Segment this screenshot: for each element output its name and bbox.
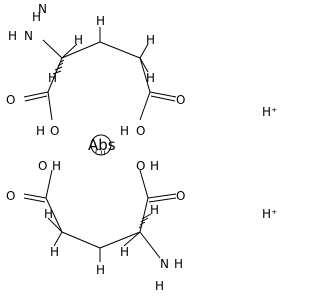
hydrogen-ion-top: H⁺ (262, 105, 277, 119)
atom-label: O (176, 189, 185, 203)
bond (149, 91, 177, 98)
atom-label: H (174, 257, 183, 271)
atom-label: O (38, 159, 47, 173)
atom-label: H (52, 159, 61, 173)
atom-label: H (44, 207, 53, 221)
atom-label: N (24, 29, 33, 43)
atom-label: H (96, 263, 105, 277)
metal-center: Abs Cu (88, 134, 116, 157)
bond (61, 41, 101, 59)
bond (139, 91, 151, 121)
bond (47, 57, 63, 93)
upper-glutamate: N H H N H H H H H O O H O H O (6, 2, 185, 138)
atom-label: H (8, 29, 17, 43)
atom-label: H (96, 14, 105, 28)
bond (47, 217, 63, 233)
bond (24, 95, 48, 102)
bond (139, 43, 149, 59)
atom-label: H (146, 71, 155, 85)
bond (61, 231, 101, 249)
atom-label: H (150, 159, 159, 173)
bond (23, 193, 47, 199)
atom-label: H (50, 245, 59, 259)
atom-label: H (48, 71, 57, 85)
bond (23, 91, 49, 98)
atom-label: O (136, 124, 145, 138)
hashed-wedge (138, 213, 152, 229)
atom-label: O (176, 93, 185, 107)
bond (99, 41, 141, 59)
bond (61, 43, 78, 59)
bond (139, 231, 161, 259)
bond (123, 231, 141, 247)
abs-label: Abs (88, 136, 116, 154)
bond (147, 193, 177, 199)
atom-label: N (160, 257, 169, 271)
bond (42, 39, 63, 59)
atom-label: H (36, 124, 45, 138)
bond (99, 231, 141, 249)
bond (148, 197, 177, 203)
bond (139, 57, 151, 93)
atom-label: O (136, 159, 145, 173)
atom-label: H (150, 203, 159, 217)
bond (53, 231, 63, 247)
bond (45, 169, 53, 199)
atom-label: O (6, 189, 15, 203)
atom-label: H (146, 33, 155, 47)
atom-label: H (32, 10, 41, 24)
atom-label: H (74, 33, 83, 47)
hydrogen-ion-bottom: H⁺ (262, 207, 277, 221)
glutamate-complex-structure: N H H N H H H H H O O H O H O Abs Cu (6, 2, 277, 293)
bond (139, 57, 149, 73)
atom-label: O (50, 124, 59, 138)
atom-label: N (38, 2, 47, 16)
bond (139, 169, 149, 199)
atom-label: O (6, 93, 15, 107)
lower-glutamate: O H O H O O H H H H H N H H (6, 159, 185, 293)
counter-ions: H⁺ H⁺ (262, 105, 277, 221)
bond (23, 197, 46, 203)
bond (45, 197, 63, 233)
metal-ring (90, 134, 112, 156)
atom-label: H (120, 124, 129, 138)
cu-label: Cu (95, 148, 106, 157)
hashed-wedge (52, 59, 65, 75)
atom-label: H (155, 279, 164, 293)
bond (47, 91, 53, 121)
bond (150, 95, 176, 102)
atom-label: H (120, 245, 129, 259)
